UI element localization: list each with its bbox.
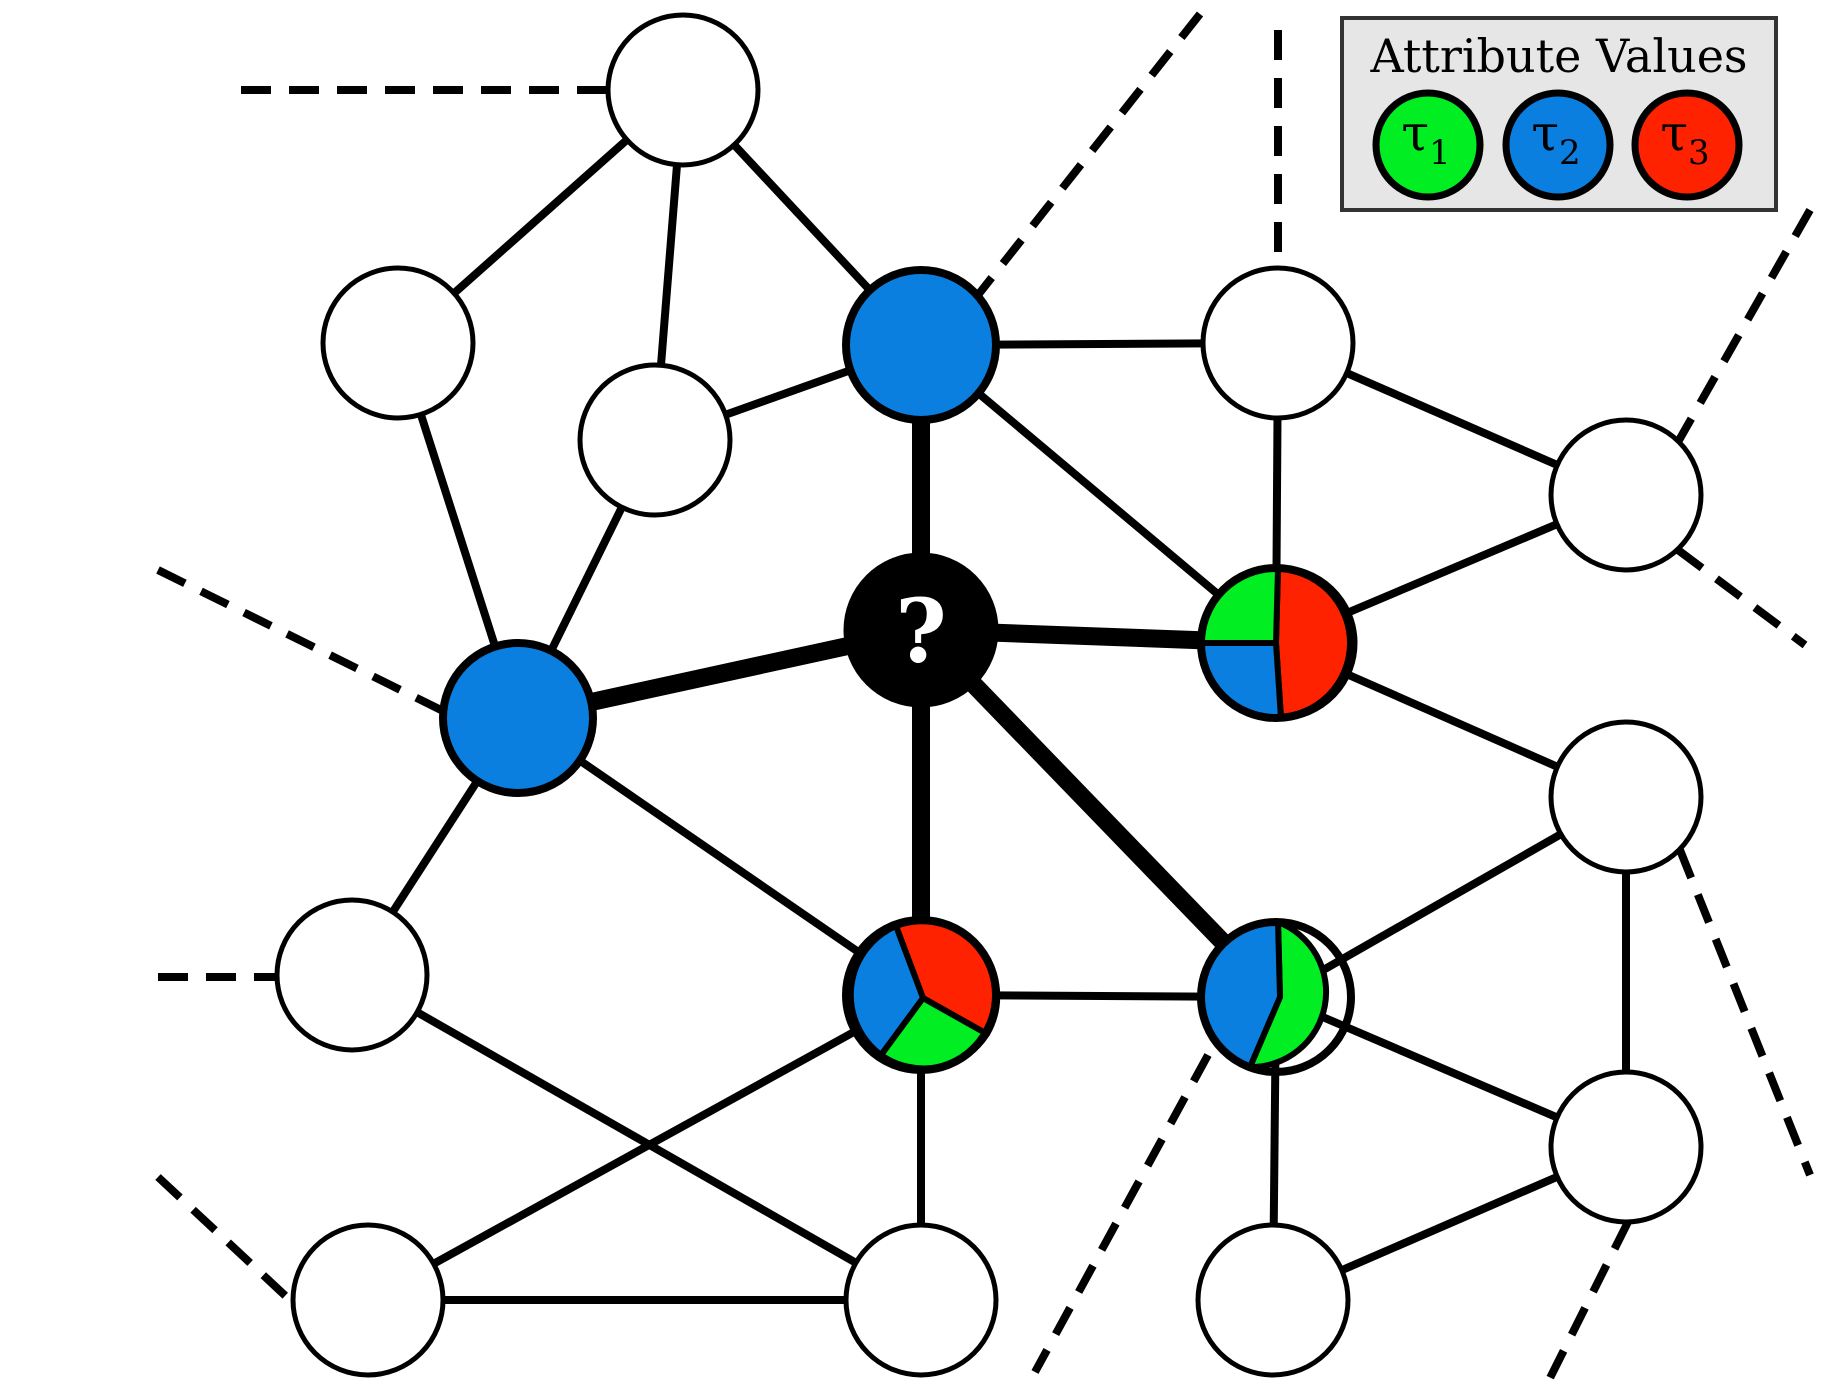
unlabeled-nodes bbox=[274, 12, 1704, 1378]
legend: Attribute Values τ1 τ2 τ3 bbox=[1340, 16, 1778, 212]
unlabeled-node bbox=[274, 897, 430, 1053]
question-mark: ? bbox=[895, 579, 947, 683]
dashed-edge bbox=[1031, 1053, 1212, 1374]
legend-title: Attribute Values bbox=[1369, 29, 1747, 83]
unlabeled-node bbox=[320, 265, 476, 421]
dashed-edge bbox=[1676, 848, 1814, 1177]
tau2-node bbox=[842, 266, 1000, 424]
unlabeled-node bbox=[1548, 417, 1704, 573]
edge bbox=[515, 714, 924, 999]
green-circle-icon bbox=[1372, 89, 1484, 201]
node-outline bbox=[1197, 564, 1355, 722]
legend-item-tau2: τ2 bbox=[1502, 89, 1614, 201]
unknown-node bbox=[843, 552, 999, 708]
unlabeled-node bbox=[577, 362, 733, 518]
tau2-node bbox=[439, 639, 597, 797]
query-node: ? bbox=[843, 552, 999, 708]
dashed-edge bbox=[1674, 208, 1814, 444]
blue-circle-icon bbox=[1502, 89, 1614, 201]
multi-attribute-node-right bbox=[1197, 564, 1358, 722]
dashed-edge bbox=[974, 11, 1204, 298]
dashed-edge bbox=[155, 1174, 295, 1305]
unlabeled-node bbox=[605, 12, 761, 168]
node-outline bbox=[1197, 918, 1355, 1076]
unlabeled-node bbox=[1548, 719, 1704, 875]
multi-attribute-node-lower-right bbox=[1197, 918, 1355, 1076]
multi-attribute-node-bottom bbox=[842, 916, 1001, 1074]
unlabeled-node bbox=[1548, 1069, 1704, 1225]
legend-item-tau1: τ1 bbox=[1372, 89, 1484, 201]
edge bbox=[366, 991, 923, 1304]
edge bbox=[350, 971, 923, 1304]
tau3-slice bbox=[1273, 564, 1358, 721]
legend-label: τ2 bbox=[1531, 104, 1580, 173]
unlabeled-node bbox=[843, 1222, 999, 1378]
query-edge bbox=[914, 623, 1283, 1004]
dashed-edge bbox=[156, 566, 447, 716]
legend-label: τ1 bbox=[1401, 104, 1450, 173]
unlabeled-node bbox=[1200, 265, 1356, 421]
legend-item-tau3: τ3 bbox=[1631, 89, 1743, 201]
tau1-slice bbox=[1247, 919, 1330, 1071]
external-edges bbox=[155, 11, 1814, 1380]
dashed-edge bbox=[1546, 1220, 1632, 1380]
legend-label: τ3 bbox=[1660, 104, 1709, 173]
unlabeled-node bbox=[290, 1222, 446, 1378]
unlabeled-node bbox=[1195, 1222, 1351, 1378]
red-circle-icon bbox=[1631, 89, 1743, 201]
dashed-edge bbox=[1675, 546, 1808, 649]
labeled-nodes bbox=[439, 266, 1000, 797]
node-outline bbox=[842, 916, 1000, 1074]
